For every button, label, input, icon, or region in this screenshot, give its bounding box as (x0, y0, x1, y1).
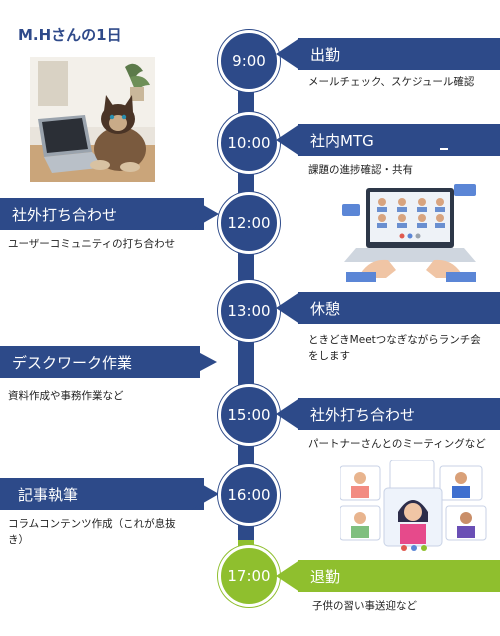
event-banner-leave: 退勤 (298, 560, 500, 592)
event-desc: コラムコンテンツ作成（これが息抜き） (8, 518, 176, 546)
time-label: 13:00 (227, 302, 271, 320)
banner-pointer (191, 478, 219, 510)
time-node-1200: 12:00 (218, 192, 280, 254)
event-desc: メールチェック、スケジュール確認 (308, 76, 475, 88)
banner-pointer (276, 560, 300, 592)
event-label: 退勤 (310, 567, 341, 586)
time-node-0900: 9:00 (218, 30, 280, 92)
event-label: 社外打ち合わせ (12, 205, 118, 224)
event-label: デスクワーク作業 (12, 353, 133, 372)
event-banner-partner-meeting: 社外打ち合わせ (298, 398, 500, 430)
time-label: 16:00 (227, 486, 271, 504)
event-banner-article-writing: 記事執筆 (0, 478, 204, 510)
event-desc: ときどきMeetつなぎながらランチ会をします (308, 334, 481, 362)
time-label: 10:00 (227, 134, 271, 152)
event-desc: 課題の進捗確認・共有 (308, 164, 413, 176)
event-banner-external-meeting: 社外打ち合わせ (0, 198, 204, 230)
banner-pointer (276, 38, 300, 70)
page-title: M.Hさんの1日 (18, 26, 122, 44)
cat-laptop-photo (30, 57, 155, 182)
time-node-1700: 17:00 (218, 545, 280, 607)
time-node-1000: 10:00 (218, 112, 280, 174)
time-label: 12:00 (227, 214, 271, 232)
banner-pointer (276, 124, 300, 156)
banner-pointer (187, 346, 217, 378)
banner-dash (440, 148, 448, 150)
event-label: 休憩 (310, 299, 341, 318)
time-node-1300: 13:00 (218, 280, 280, 342)
event-label: 記事執筆 (18, 485, 79, 504)
event-banner-arrival: 出勤 (298, 38, 500, 70)
event-banner-internal-mtg: 社内MTG (298, 124, 500, 156)
banner-pointer (276, 398, 300, 430)
event-desc: 資料作成や事務作業など (8, 390, 124, 402)
video-meeting-illustration (336, 182, 486, 282)
time-node-1500: 15:00 (218, 384, 280, 446)
banner-pointer (191, 198, 219, 230)
event-label: 出勤 (310, 45, 341, 64)
event-label: 社内MTG (310, 131, 374, 150)
event-desc: ユーザーコミュニティの打ち合わせ (8, 238, 176, 250)
event-desc: 子供の習い事送迎など (312, 600, 417, 612)
event-desc: パートナーさんとのミーティングなど (308, 438, 486, 450)
time-node-1600: 16:00 (218, 464, 280, 526)
event-banner-break: 休憩 (298, 292, 500, 324)
event-label: 社外打ち合わせ (310, 405, 416, 424)
event-banner-desk-work: デスクワーク作業 (0, 346, 200, 378)
time-label: 15:00 (227, 406, 271, 424)
banner-pointer (276, 292, 300, 324)
online-meeting-illustration (340, 460, 490, 552)
time-label: 17:00 (227, 567, 271, 585)
time-label: 9:00 (232, 52, 266, 70)
